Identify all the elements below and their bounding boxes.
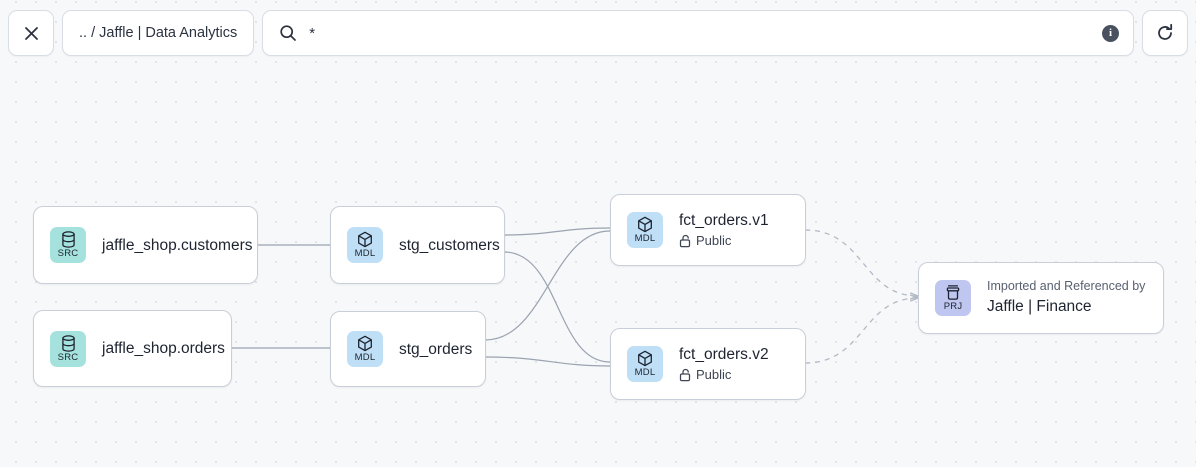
node-mdl-stg-orders[interactable]: MDL stg_orders: [330, 311, 486, 387]
node-visibility-label: Public: [696, 233, 732, 248]
node-title: jaffle_shop.customers: [102, 236, 253, 254]
node-kind-badge-mdl: MDL: [627, 212, 663, 248]
unlock-icon: [679, 234, 691, 248]
database-icon: [61, 334, 76, 352]
node-visibility: Public: [679, 367, 769, 383]
node-body: stg_orders: [399, 340, 473, 359]
cube-icon: [637, 350, 653, 367]
node-kind-badge-prj: PRJ: [935, 280, 971, 316]
breadcrumb-label: .. / Jaffle | Data Analytics: [79, 25, 238, 41]
node-title: Jaffle | Finance: [987, 298, 1092, 315]
node-src-orders[interactable]: SRC jaffle_shop.orders: [33, 310, 232, 387]
node-supertitle: Imported and Referenced by: [987, 279, 1146, 293]
node-kind-label: SRC: [57, 248, 79, 259]
unlock-icon: [679, 368, 691, 382]
toolbar: .. / Jaffle | Data Analytics i: [8, 10, 1188, 56]
node-kind-label: PRJ: [943, 301, 963, 312]
node-mdl-stg-customers[interactable]: MDL stg_customers: [330, 206, 505, 284]
refresh-icon: [1158, 23, 1173, 40]
cube-icon: [637, 216, 653, 233]
info-icon-label: i: [1108, 26, 1113, 39]
breadcrumb[interactable]: .. / Jaffle | Data Analytics: [62, 10, 255, 56]
node-body: jaffle_shop.customers: [102, 236, 253, 255]
node-title: jaffle_shop.orders: [102, 340, 225, 357]
node-body: jaffle_shop.orders: [102, 339, 225, 358]
node-title: fct_orders.v1: [679, 212, 769, 229]
node-prj-jaffle-finance[interactable]: PRJ Imported and Referenced by Jaffle | …: [918, 262, 1164, 334]
node-kind-badge-mdl: MDL: [347, 227, 383, 263]
cube-icon: [357, 231, 373, 248]
node-body: Imported and Referenced by Jaffle | Fina…: [987, 279, 1145, 317]
edge-fct-v2-prj: [804, 298, 918, 364]
node-title: stg_orders: [399, 340, 473, 358]
node-body: fct_orders.v1 Public: [679, 211, 769, 249]
node-mdl-fct-orders-v2[interactable]: MDL fct_orders.v2 Public: [610, 328, 806, 400]
edge-stg-customers-fct-v2: [503, 251, 611, 363]
node-visibility: Public: [679, 233, 769, 249]
info-icon[interactable]: i: [1102, 24, 1119, 42]
node-body: stg_customers: [399, 236, 500, 255]
database-icon: [61, 231, 76, 248]
cube-icon: [357, 335, 373, 352]
node-kind-label: MDL: [634, 233, 656, 244]
node-mdl-fct-orders-v1[interactable]: MDL fct_orders.v1 Public: [610, 194, 806, 266]
edge-stg-orders-fct-v2: [484, 356, 611, 367]
search-input[interactable]: [309, 24, 1090, 42]
node-kind-badge-src: SRC: [50, 227, 86, 263]
node-visibility-label: Public: [696, 367, 732, 382]
node-kind-badge-mdl: MDL: [347, 331, 383, 367]
node-kind-label: MDL: [354, 248, 376, 259]
node-kind-badge-src: SRC: [50, 330, 86, 367]
node-src-customers[interactable]: SRC jaffle_shop.customers: [33, 206, 258, 284]
edge-stg-customers-fct-v1: [503, 227, 611, 236]
search-bar[interactable]: i: [262, 10, 1134, 56]
node-body: fct_orders.v2 Public: [679, 345, 769, 383]
node-title: fct_orders.v2: [679, 346, 769, 363]
search-icon: [280, 25, 297, 41]
node-kind-badge-mdl: MDL: [627, 346, 663, 382]
node-kind-label: MDL: [634, 367, 656, 378]
close-icon: [24, 26, 38, 40]
refresh-button[interactable]: [1142, 10, 1188, 56]
edge-fct-v1-prj: [804, 229, 918, 296]
node-kind-label: MDL: [354, 352, 376, 363]
close-button[interactable]: [8, 10, 54, 56]
node-kind-label: SRC: [57, 351, 79, 363]
project-icon: [945, 284, 961, 301]
node-title: stg_customers: [399, 236, 500, 254]
